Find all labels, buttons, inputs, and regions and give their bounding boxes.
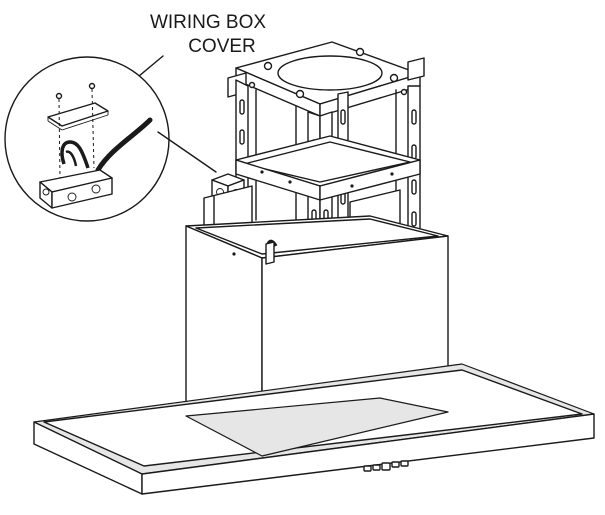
wiring-box-detail-inset bbox=[4, 56, 170, 222]
control-button-5 bbox=[400, 460, 409, 467]
control-button-4 bbox=[391, 461, 400, 468]
wiring-box-cover-label: WIRING BOX COVER bbox=[150, 12, 266, 57]
hood-canopy bbox=[33, 363, 595, 495]
hood-control-panel bbox=[363, 460, 409, 472]
inset-pointer-line bbox=[157, 131, 217, 173]
control-button-2 bbox=[372, 464, 381, 471]
control-button-1 bbox=[363, 465, 372, 472]
callout-label-line-2: COVER bbox=[188, 36, 256, 57]
control-button-3 bbox=[381, 462, 391, 471]
callout-label-line-1: WIRING BOX bbox=[150, 12, 266, 33]
